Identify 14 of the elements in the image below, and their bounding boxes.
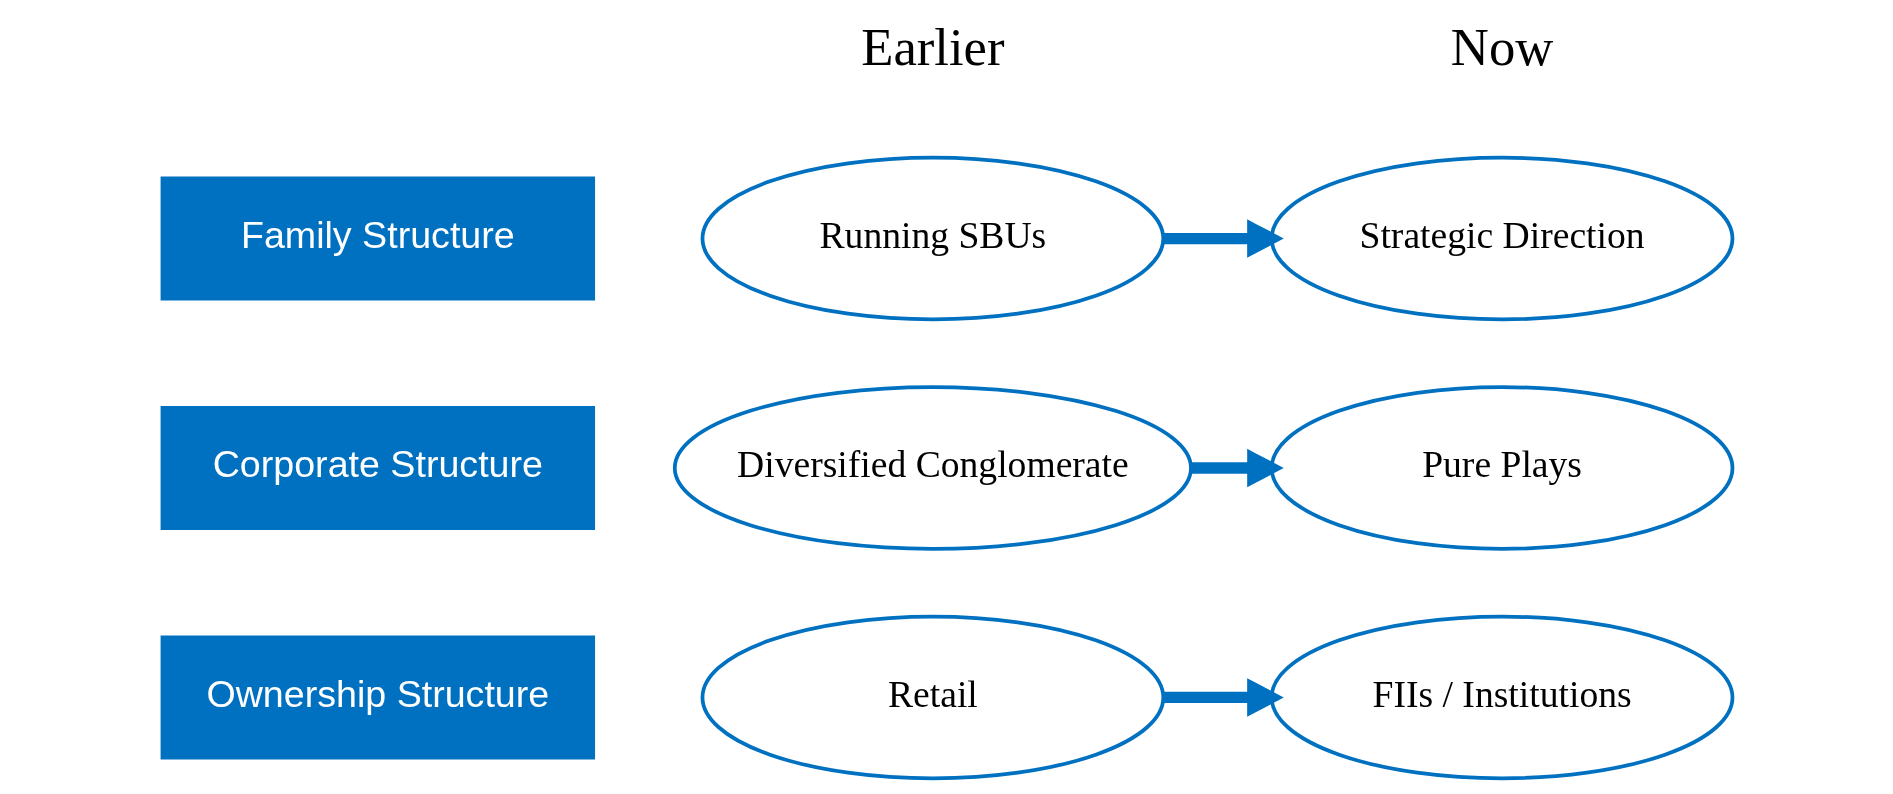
node-ellipse: Diversified Conglomerate bbox=[672, 385, 1193, 551]
node-ellipse: Running SBUs bbox=[700, 155, 1165, 322]
arrow bbox=[1190, 448, 1284, 488]
label: Now bbox=[1450, 18, 1553, 77]
node-ellipse: Strategic Direction bbox=[1269, 155, 1734, 322]
node-ellipse: Retail bbox=[700, 614, 1165, 781]
node-box: Family Structure bbox=[160, 176, 595, 301]
arrow bbox=[1163, 678, 1284, 717]
arrow bbox=[1163, 219, 1284, 258]
node-ellipse: FIIs / Institutions bbox=[1269, 614, 1734, 781]
node-ellipse: Pure Plays bbox=[1269, 385, 1734, 551]
node-box: Ownership Structure bbox=[160, 635, 595, 760]
label: Earlier bbox=[860, 18, 1005, 77]
node-box: Corporate Structure bbox=[160, 405, 595, 531]
